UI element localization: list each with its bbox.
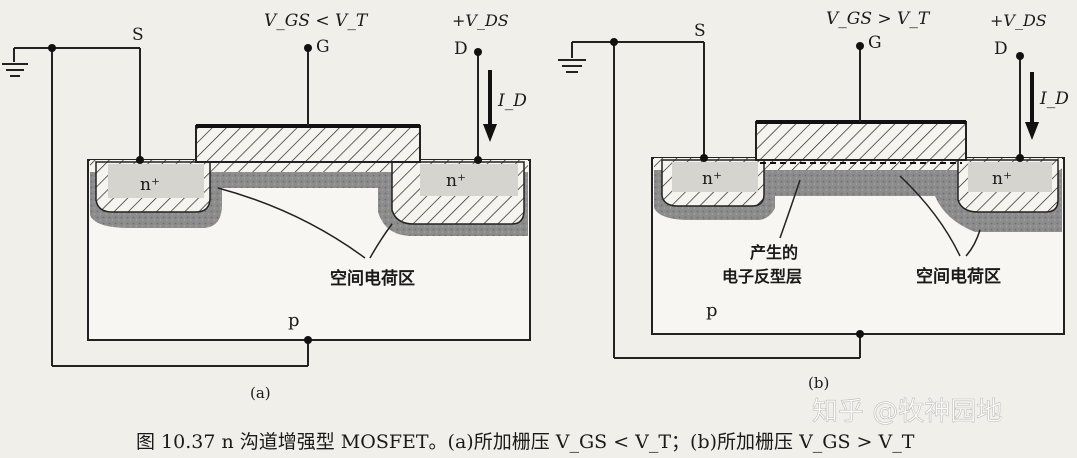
source-region-label-a: n⁺ bbox=[140, 175, 160, 195]
source-region-label-b: n⁺ bbox=[702, 169, 722, 189]
gate-label-a: G bbox=[316, 37, 330, 57]
figure-caption: 图 10.37 n 沟道增强型 MOSFET。(a)所加栅压 V_GS < V_… bbox=[136, 431, 915, 453]
inversion-label-line1: 产生的 bbox=[750, 243, 798, 262]
drain-label-a: D bbox=[454, 39, 468, 59]
vgs-label-b: V_GS > V_T bbox=[826, 9, 931, 29]
drain-supply-label-b: +V_DS bbox=[990, 11, 1047, 30]
current-label-a: I_D bbox=[497, 91, 527, 111]
gate-electrode-a bbox=[195, 125, 421, 163]
sub-caption-a: (a) bbox=[250, 384, 271, 402]
panel-b: V_GS > V_T S G +V_DS D I_D n⁺ n⁺ p 产生的 电… bbox=[558, 9, 1069, 392]
panel-a: V_GS < V_T S G +V_DS D I_D n⁺ n⁺ p 空间电荷区… bbox=[2, 11, 531, 402]
depletion-label-b: 空间电荷区 bbox=[916, 266, 1001, 287]
source-label-b: S bbox=[694, 21, 706, 41]
watermark: 知乎 @牧神园地 bbox=[812, 397, 1002, 427]
current-label-b: I_D bbox=[1039, 89, 1069, 109]
source-label-a: S bbox=[132, 25, 144, 45]
substrate-label-a: p bbox=[288, 310, 300, 331]
drain-region-label-b: n⁺ bbox=[992, 169, 1012, 189]
drain-label-b: D bbox=[994, 39, 1008, 59]
vgs-label-a: V_GS < V_T bbox=[264, 11, 369, 31]
current-arrow-icon bbox=[1025, 122, 1039, 140]
drain-region-label-a: n⁺ bbox=[446, 171, 466, 191]
sub-caption-b: (b) bbox=[808, 374, 829, 392]
drain-supply-label-a: +V_DS bbox=[452, 11, 509, 30]
current-arrow-icon bbox=[483, 124, 497, 142]
substrate-label-b: p bbox=[706, 300, 718, 321]
gate-electrode-b bbox=[755, 121, 967, 161]
inversion-label-line2: 电子反型层 bbox=[722, 267, 802, 286]
gate-label-b: G bbox=[868, 33, 882, 53]
depletion-label-a: 空间电荷区 bbox=[330, 268, 415, 289]
